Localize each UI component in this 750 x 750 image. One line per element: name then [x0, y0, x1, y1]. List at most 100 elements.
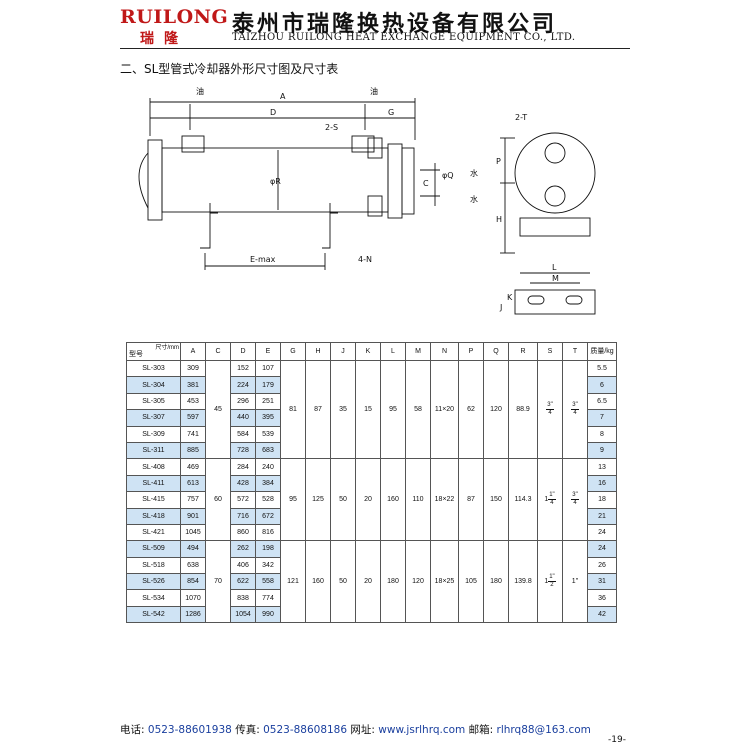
email-label: 邮箱:	[468, 724, 494, 736]
fraction: 3"4	[546, 402, 554, 417]
table-corner-header: 尺寸/mm 型号	[126, 342, 181, 361]
fraction-whole: 1	[544, 496, 549, 504]
water-port-bottom	[367, 195, 383, 217]
cell-e: 251	[255, 392, 281, 411]
phone-number: 0523-88601938	[147, 724, 232, 736]
mass-cell: 13	[587, 458, 617, 476]
cell-m: 120	[405, 540, 431, 624]
mass-cell: 36	[587, 589, 617, 607]
dim-e-max-label: E-max	[250, 255, 276, 264]
cell-q: 120	[483, 359, 509, 460]
dim-p-label: P	[496, 157, 501, 166]
left-flange	[147, 139, 163, 221]
model-cell: SL-408	[126, 458, 181, 476]
cell-d: 716	[230, 507, 256, 525]
contact-footer: 电话: 0523-88601938 传真: 0523-88608186 网址: …	[120, 722, 591, 737]
section-title: 二、SL型管式冷却器外形尺寸图及尺寸表	[120, 62, 339, 76]
cell-d: 572	[230, 491, 256, 509]
model-cell: SL-518	[126, 556, 181, 575]
model-cell: SL-421	[126, 523, 181, 542]
end-view-port-bottom	[544, 185, 566, 207]
mass-cell: 7	[587, 409, 617, 427]
cell-e: 539	[255, 425, 281, 443]
email-link[interactable]: rlhrq88@163.com	[496, 724, 591, 736]
dim-phi-r-label: φR	[270, 177, 281, 186]
cell-d: 440	[230, 409, 256, 427]
outline-drawing: 油 油 A D G 2-S φR φQ C 水 水 E-max 4-N 2-T …	[138, 86, 596, 315]
cell-k: 20	[355, 540, 381, 624]
cell-d: 728	[230, 441, 256, 460]
cell-q: 150	[483, 458, 509, 542]
cell-h: 87	[305, 359, 331, 460]
mass-cell: 24	[587, 523, 617, 542]
fax-label: 传真:	[235, 724, 260, 736]
cell-a: 597	[180, 409, 206, 427]
dim-2s-label: 2-S	[325, 123, 338, 132]
cell-e: 558	[255, 573, 281, 591]
base-slot-left	[527, 295, 545, 305]
cell-a: 1070	[180, 589, 206, 607]
model-cell: SL-311	[126, 441, 181, 460]
cell-g: 81	[280, 359, 306, 460]
dim-j-label: J	[499, 303, 502, 312]
cell-a: 885	[180, 441, 206, 460]
column-header: H	[305, 342, 331, 361]
dim-d-label: D	[270, 108, 276, 117]
mass-cell: 42	[587, 605, 617, 624]
fraction-denominator: 4	[573, 410, 577, 417]
mass-cell: 16	[587, 474, 617, 493]
right-flange	[387, 143, 403, 219]
base-plan-view	[514, 289, 596, 315]
website-link[interactable]: www.jsrlhrq.com	[378, 724, 466, 736]
mass-cell: 21	[587, 507, 617, 525]
cell-d: 406	[230, 556, 256, 575]
fax-number: 0523-88608186	[263, 724, 348, 736]
cell-a: 1286	[180, 605, 206, 624]
logo-text-en: RUILONG	[120, 6, 229, 28]
fraction-denominator: 2	[550, 582, 554, 589]
model-cell: SL-307	[126, 409, 181, 427]
fraction-numerator: 3"	[571, 402, 579, 411]
cell-c: 60	[205, 458, 231, 542]
mass-cell: 6	[587, 376, 617, 394]
company-name-cn: 泰州市瑞隆换热设备有限公司	[232, 11, 558, 37]
fraction: 1"4	[548, 492, 556, 507]
cell-k: 20	[355, 458, 381, 542]
cell-s: 3"4	[537, 359, 563, 460]
cell-d: 296	[230, 392, 256, 411]
cell-d: 224	[230, 376, 256, 394]
oil-inlet-port	[181, 135, 205, 153]
cell-a: 453	[180, 392, 206, 411]
column-header: R	[508, 342, 538, 361]
water-label-2: 水	[470, 194, 478, 204]
cell-a: 854	[180, 573, 206, 591]
cell-a: 638	[180, 556, 206, 575]
water-port-top	[367, 137, 383, 159]
cell-e: 384	[255, 474, 281, 493]
cell-a: 741	[180, 425, 206, 443]
cell-c: 70	[205, 540, 231, 624]
column-header: J	[330, 342, 356, 361]
column-header: C	[205, 342, 231, 361]
column-header: 质量/kg	[587, 342, 617, 361]
cell-a: 469	[180, 458, 206, 476]
cell-n: 18×22	[430, 458, 459, 542]
left-end-cap	[138, 152, 149, 209]
spec-table-wrap: 尺寸/mm 型号 A C D E G H J K L M N P Q R S T…	[126, 342, 617, 624]
cell-h: 160	[305, 540, 331, 624]
mass-cell: 5.5	[587, 359, 617, 378]
cell-d: 1054	[230, 605, 256, 624]
cell-h: 125	[305, 458, 331, 542]
cell-e: 342	[255, 556, 281, 575]
cell-d: 622	[230, 573, 256, 591]
model-cell: SL-305	[126, 392, 181, 411]
web-label: 网址:	[350, 724, 375, 736]
column-header: E	[255, 342, 281, 361]
fraction: 3"4	[571, 492, 579, 507]
